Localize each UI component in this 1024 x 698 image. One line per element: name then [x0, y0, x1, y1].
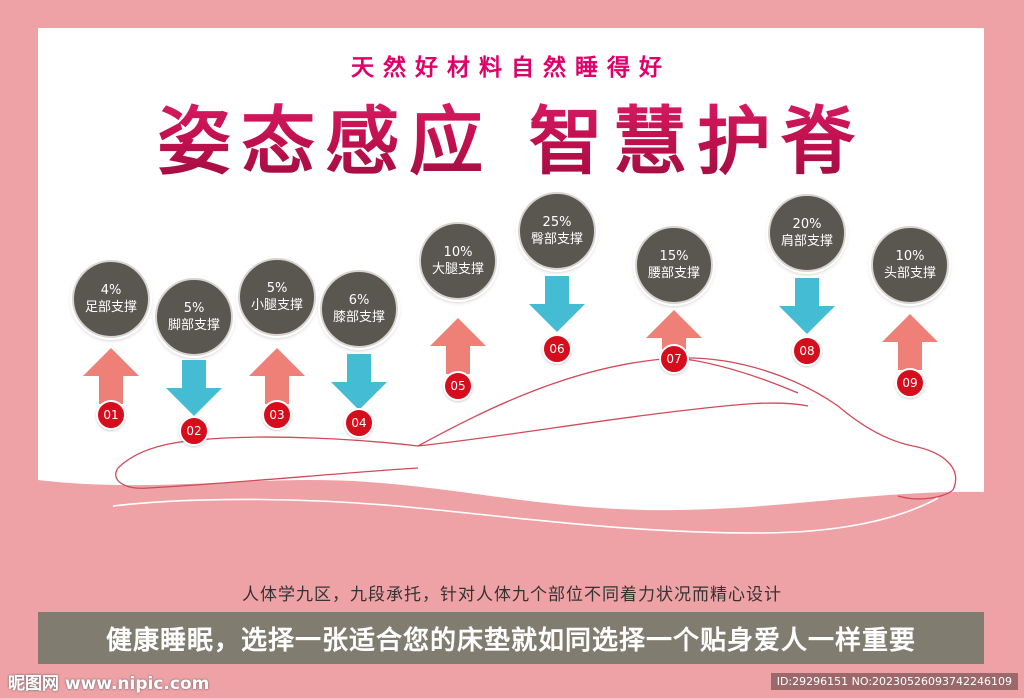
mattress-base — [38, 480, 984, 572]
support-bubble: 10% 头部支撑 — [871, 226, 949, 304]
support-part-label: 臀部支撑 — [530, 232, 583, 247]
zone-number-badge: 04 — [344, 408, 374, 438]
subtitle: 天然好材料自然睡得好 — [351, 55, 671, 81]
support-bubble: 15% 腰部支撑 — [635, 226, 713, 304]
support-percent: 10% — [443, 245, 473, 260]
support-zone-07: 15% 腰部支撑 07 — [635, 28, 713, 374]
arrow-down-icon — [331, 354, 387, 410]
support-zone-05: 10% 大腿支撑 05 — [419, 28, 497, 401]
support-percent: 5% — [266, 281, 288, 296]
support-part-label: 腰部支撑 — [647, 266, 700, 281]
zone-number-badge: 05 — [443, 371, 473, 401]
support-bubble: 4% 足部支撑 — [72, 260, 150, 338]
support-zone-09: 10% 头部支撑 09 — [871, 28, 949, 398]
support-part-label: 大腿支撑 — [431, 262, 484, 277]
support-zone-03: 5% 小腿支撑 03 — [238, 28, 316, 430]
support-zone-01: 4% 足部支撑 01 — [72, 28, 150, 430]
support-percent: 10% — [895, 249, 925, 264]
support-bubble: 25% 臀部支撑 — [518, 192, 596, 270]
description: 人体学九区，九段承托，针对人体九个部位不同着力状况而精心设计 — [242, 585, 782, 605]
arrow-up-icon — [430, 318, 486, 374]
arrow-up-icon — [249, 348, 305, 404]
support-bubble: 5% 脚部支撑 — [155, 278, 233, 356]
support-percent: 4% — [100, 283, 122, 298]
zone-number-badge: 09 — [895, 368, 925, 398]
zone-number-badge: 03 — [262, 400, 292, 430]
support-part-label: 小腿支撑 — [250, 298, 303, 313]
support-part-label: 足部支撑 — [84, 300, 137, 315]
zone-number-badge: 02 — [179, 416, 209, 446]
support-bubble: 6% 膝部支撑 — [320, 270, 398, 348]
bottom-banner: 健康睡眠，选择一张适合您的床垫就如同选择一个贴身爱人一样重要 — [38, 612, 984, 664]
arrow-down-icon — [529, 276, 585, 332]
support-bubble: 10% 大腿支撑 — [419, 222, 497, 300]
arrow-down-icon — [166, 360, 222, 416]
support-percent: 15% — [659, 249, 689, 264]
support-zone-08: 20% 肩部支撑 08 — [768, 28, 846, 366]
support-percent: 5% — [183, 301, 205, 316]
support-part-label: 脚部支撑 — [167, 318, 220, 333]
zone-number-badge: 08 — [792, 336, 822, 366]
watermark-logo: 昵图网 www.nipic.com — [8, 674, 210, 694]
arrow-down-icon — [779, 278, 835, 334]
support-part-label: 肩部支撑 — [780, 234, 833, 249]
support-part-label: 头部支撑 — [883, 266, 936, 281]
support-bubble: 5% 小腿支撑 — [238, 258, 316, 336]
support-zone-06: 25% 臀部支撑 06 — [518, 28, 596, 364]
zone-number-badge: 07 — [659, 344, 689, 374]
support-zone-02: 5% 脚部支撑 02 — [155, 28, 233, 446]
watermark-id: ID:29296151 NO:20230526093742246109 — [770, 673, 1018, 690]
support-part-label: 膝部支撑 — [332, 310, 385, 325]
support-zone-04: 6% 膝部支撑 04 — [320, 28, 398, 438]
banner-text: 健康睡眠，选择一张适合您的床垫就如同选择一个贴身爱人一样重要 — [105, 625, 916, 656]
support-percent: 25% — [542, 215, 572, 230]
support-percent: 20% — [792, 217, 822, 232]
zone-number-badge: 06 — [542, 334, 572, 364]
arrow-up-icon — [83, 348, 139, 404]
arrow-up-icon — [882, 314, 938, 370]
zone-number-badge: 01 — [96, 400, 126, 430]
support-bubble: 20% 肩部支撑 — [768, 194, 846, 272]
white-panel: 天然好材料自然睡得好 姿态感应 智慧护脊 4% 足部支撑 01 5% 脚部支撑 02 5% 小… — [38, 28, 984, 572]
arrow-up-icon — [646, 310, 702, 366]
support-percent: 6% — [348, 293, 370, 308]
main-title: 姿态感应 智慧护脊 — [38, 82, 984, 189]
